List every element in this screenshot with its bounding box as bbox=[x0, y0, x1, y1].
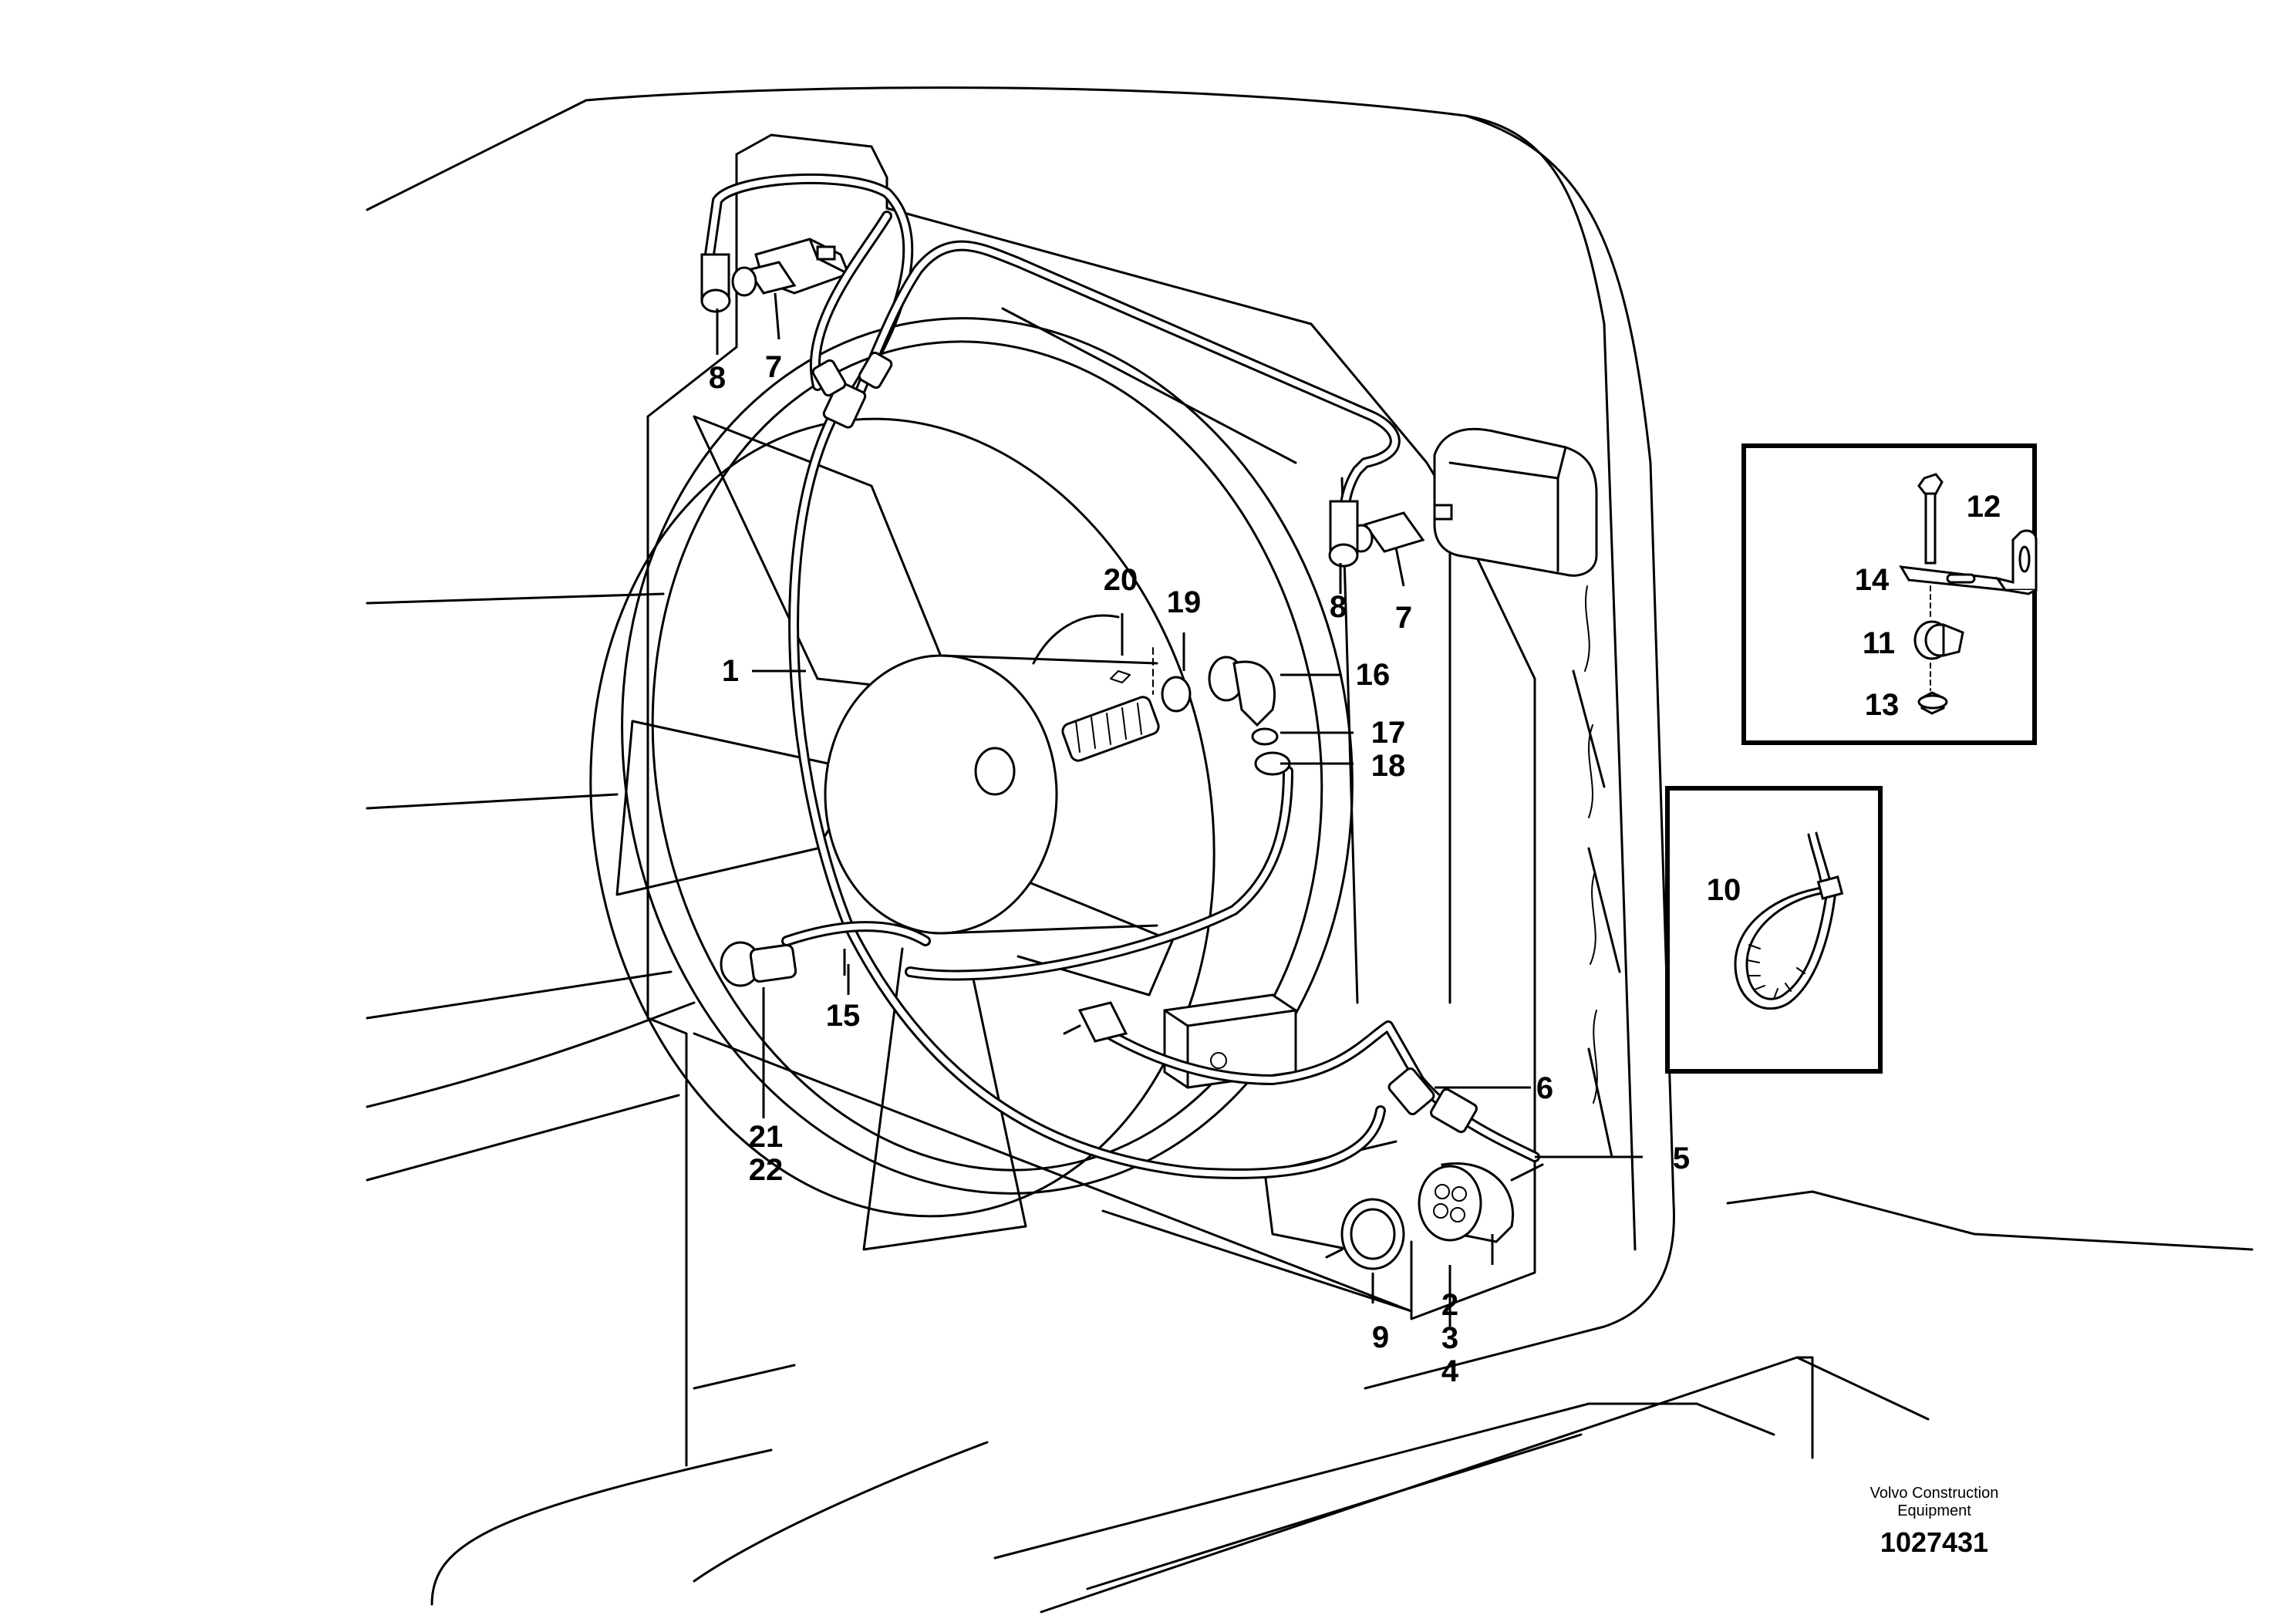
callout-11: 11 bbox=[1863, 626, 1895, 660]
center-fittings bbox=[1061, 647, 1291, 776]
lamp-right bbox=[1433, 427, 1598, 577]
inset-bracket-box bbox=[1741, 443, 2038, 745]
callout-20: 20 bbox=[1104, 563, 1138, 597]
callout-3: 3 bbox=[1441, 1321, 1458, 1355]
nozzle-right bbox=[1328, 500, 1425, 568]
junction-plug bbox=[1063, 1001, 1128, 1043]
callout-18: 18 bbox=[1371, 749, 1406, 783]
nozzle-left bbox=[700, 253, 797, 313]
bottom-connector bbox=[1325, 1162, 1544, 1270]
callout-13: 13 bbox=[1865, 688, 1900, 722]
hose-end-lower-left bbox=[720, 941, 797, 987]
callout-9: 9 bbox=[1372, 1320, 1389, 1354]
brand-line-1: Volvo Construction bbox=[1870, 1485, 1999, 1502]
radiator-frame bbox=[646, 133, 1621, 1467]
fan-hub bbox=[824, 654, 1158, 935]
footer-block: Volvo Construction Equipment 1027431 bbox=[1870, 1485, 1999, 1558]
callout-21: 21 bbox=[749, 1120, 784, 1154]
callout-8-left: 8 bbox=[709, 361, 726, 395]
callout-7-left: 7 bbox=[765, 350, 782, 384]
callout-22: 22 bbox=[749, 1153, 784, 1187]
machine-body-outline bbox=[366, 86, 2254, 1614]
junction-box bbox=[1163, 993, 1297, 1089]
hose-lower bbox=[781, 766, 1540, 1162]
inset-cable-tie-box bbox=[1665, 786, 1883, 1074]
callout-2: 2 bbox=[1441, 1288, 1458, 1322]
callout-7-right: 7 bbox=[1395, 601, 1412, 635]
callout-6: 6 bbox=[1536, 1071, 1553, 1105]
callout-8-right: 8 bbox=[1330, 590, 1347, 624]
leader-lines bbox=[716, 292, 1967, 1327]
bracket-assembly bbox=[1899, 473, 2038, 715]
hose-main bbox=[704, 173, 1401, 1179]
callout-4: 4 bbox=[1441, 1354, 1459, 1388]
callout-17: 17 bbox=[1371, 716, 1406, 750]
cable-tie bbox=[1734, 831, 1844, 1010]
callout-labels: 1 2 3 4 5 6 7 7 8 8 9 10 11 12 13 14 15 … bbox=[709, 350, 2001, 1388]
callout-10: 10 bbox=[1707, 873, 1741, 907]
callout-5: 5 bbox=[1673, 1141, 1690, 1175]
callout-15: 15 bbox=[826, 999, 861, 1033]
document-number: 1027431 bbox=[1880, 1526, 1988, 1558]
callout-16: 16 bbox=[1356, 658, 1391, 692]
brand-line-2: Equipment bbox=[1897, 1502, 1971, 1519]
hose-fittings bbox=[811, 351, 1478, 1134]
callout-12: 12 bbox=[1967, 490, 2001, 524]
callout-14: 14 bbox=[1855, 563, 1890, 597]
callout-1: 1 bbox=[722, 654, 739, 688]
callout-19: 19 bbox=[1167, 585, 1202, 619]
